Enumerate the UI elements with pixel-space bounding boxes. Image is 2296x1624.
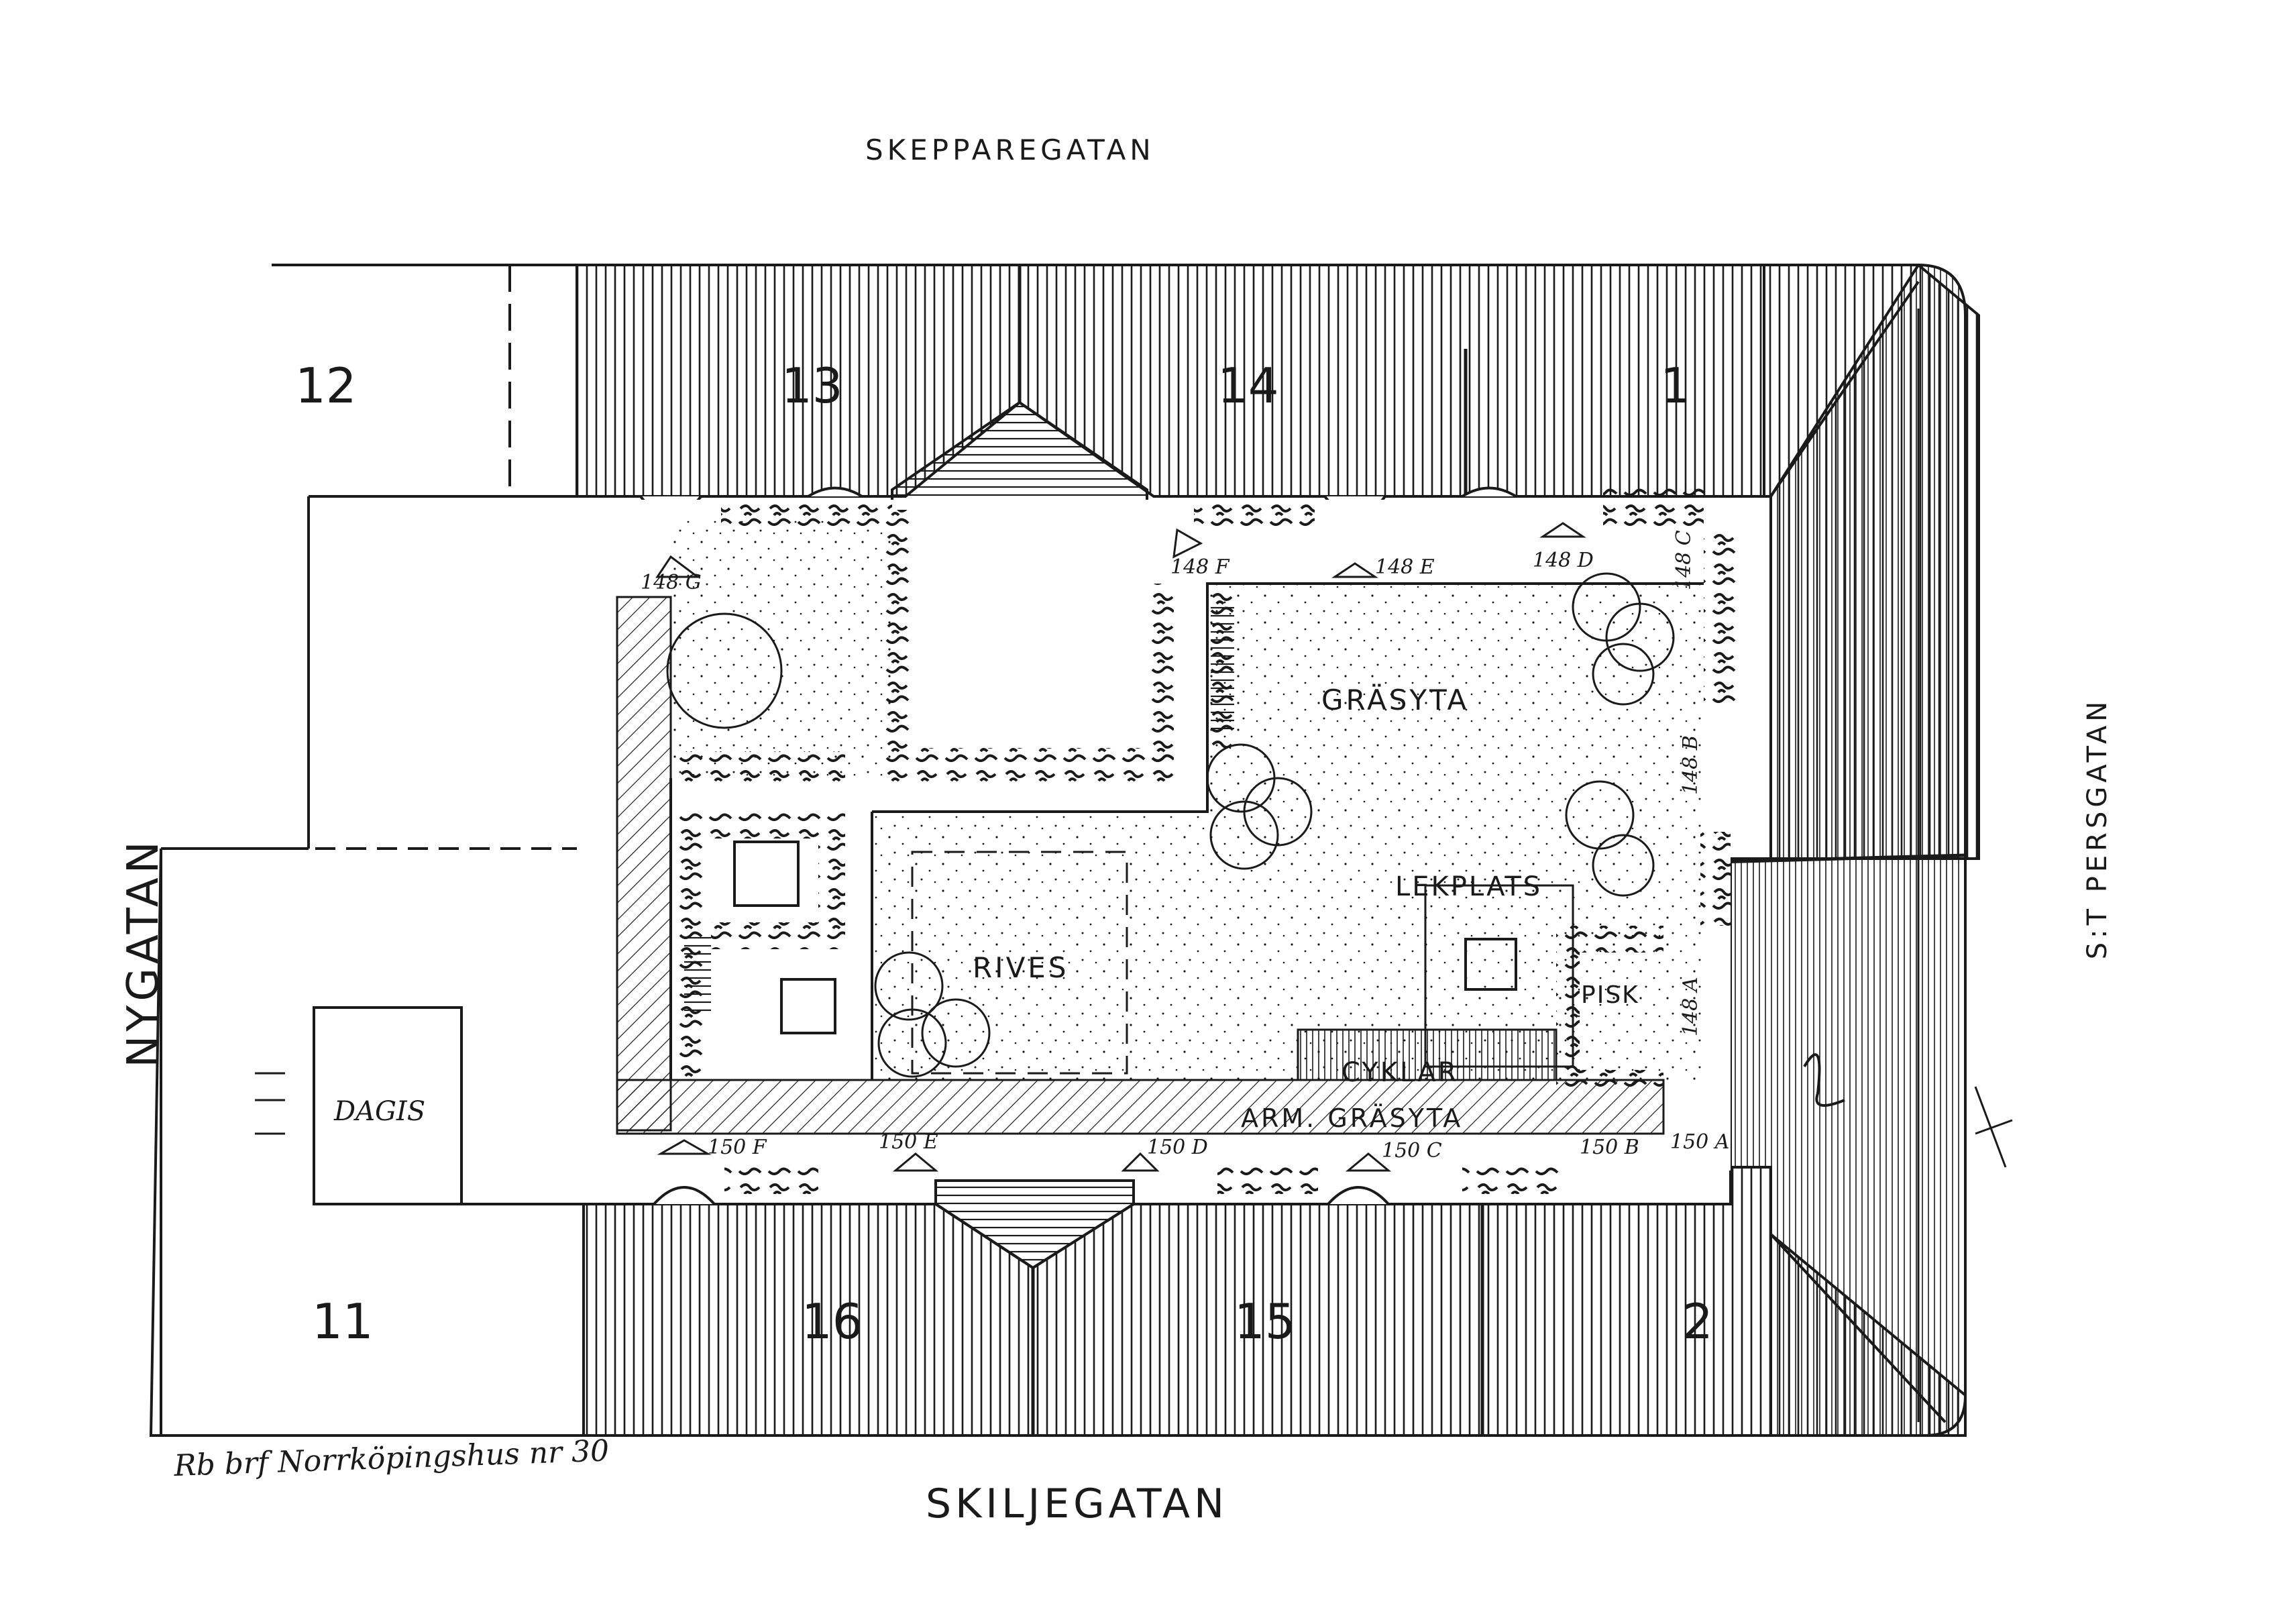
dagis-building <box>255 1006 463 1205</box>
courtyard <box>616 486 1737 1194</box>
lot-number-14: 14 <box>1217 358 1279 414</box>
area-label-grasyta: GRÄSYTA <box>1321 683 1469 716</box>
street-name-west: NYGATAN <box>119 837 168 1067</box>
area-label-dagis: DAGIS <box>333 1096 425 1127</box>
lot-number-12: 12 <box>295 358 357 414</box>
street-name-south: SKILJEGATAN <box>926 1480 1228 1527</box>
marker-148b: 148 B <box>1679 735 1702 795</box>
marker-150e: 150 E <box>879 1130 938 1154</box>
marker-148f: 148 F <box>1170 555 1230 579</box>
lot-number-15: 15 <box>1234 1293 1296 1350</box>
marker-148c: 148 C <box>1672 530 1696 590</box>
south-buildings <box>582 1166 1967 1437</box>
marker-148g: 148 G <box>641 571 702 594</box>
street-name-east: S:T PERSGATAN <box>2082 698 2113 959</box>
marker-148e: 148 E <box>1375 555 1435 579</box>
marker-150c: 150 C <box>1382 1139 1442 1162</box>
marker-148d: 148 D <box>1533 549 1594 572</box>
area-label-pisk: PISK <box>1581 981 1639 1009</box>
area-label-arm-grasyta: ARM. GRÄSYTA <box>1241 1103 1463 1133</box>
marker-150f: 150 F <box>708 1136 767 1159</box>
street-name-north: SKEPPAREGATAN <box>865 133 1155 166</box>
footer-note: Rb brf Norrköpingshus nr 30 <box>173 1433 610 1483</box>
lot-number-1: 1 <box>1660 358 1691 414</box>
lot-number-16: 16 <box>802 1293 863 1350</box>
marker-ticks <box>655 522 1586 1172</box>
area-label-lekplats: LEKPLATS <box>1395 871 1542 902</box>
neighbour-lots <box>149 264 585 1437</box>
area-label-rives: RIVES <box>973 951 1069 984</box>
marker-150b: 150 B <box>1580 1136 1639 1159</box>
marker-150a: 150 A <box>1670 1130 1729 1154</box>
marker-148a: 148 A <box>1679 977 1702 1036</box>
lot-number-11: 11 <box>312 1293 374 1350</box>
lot-number-13: 13 <box>781 358 843 414</box>
area-label-cyklar: CYKLAR <box>1342 1057 1458 1088</box>
lot-number-2: 2 <box>1682 1293 1713 1350</box>
marker-150d: 150 D <box>1147 1136 1208 1159</box>
